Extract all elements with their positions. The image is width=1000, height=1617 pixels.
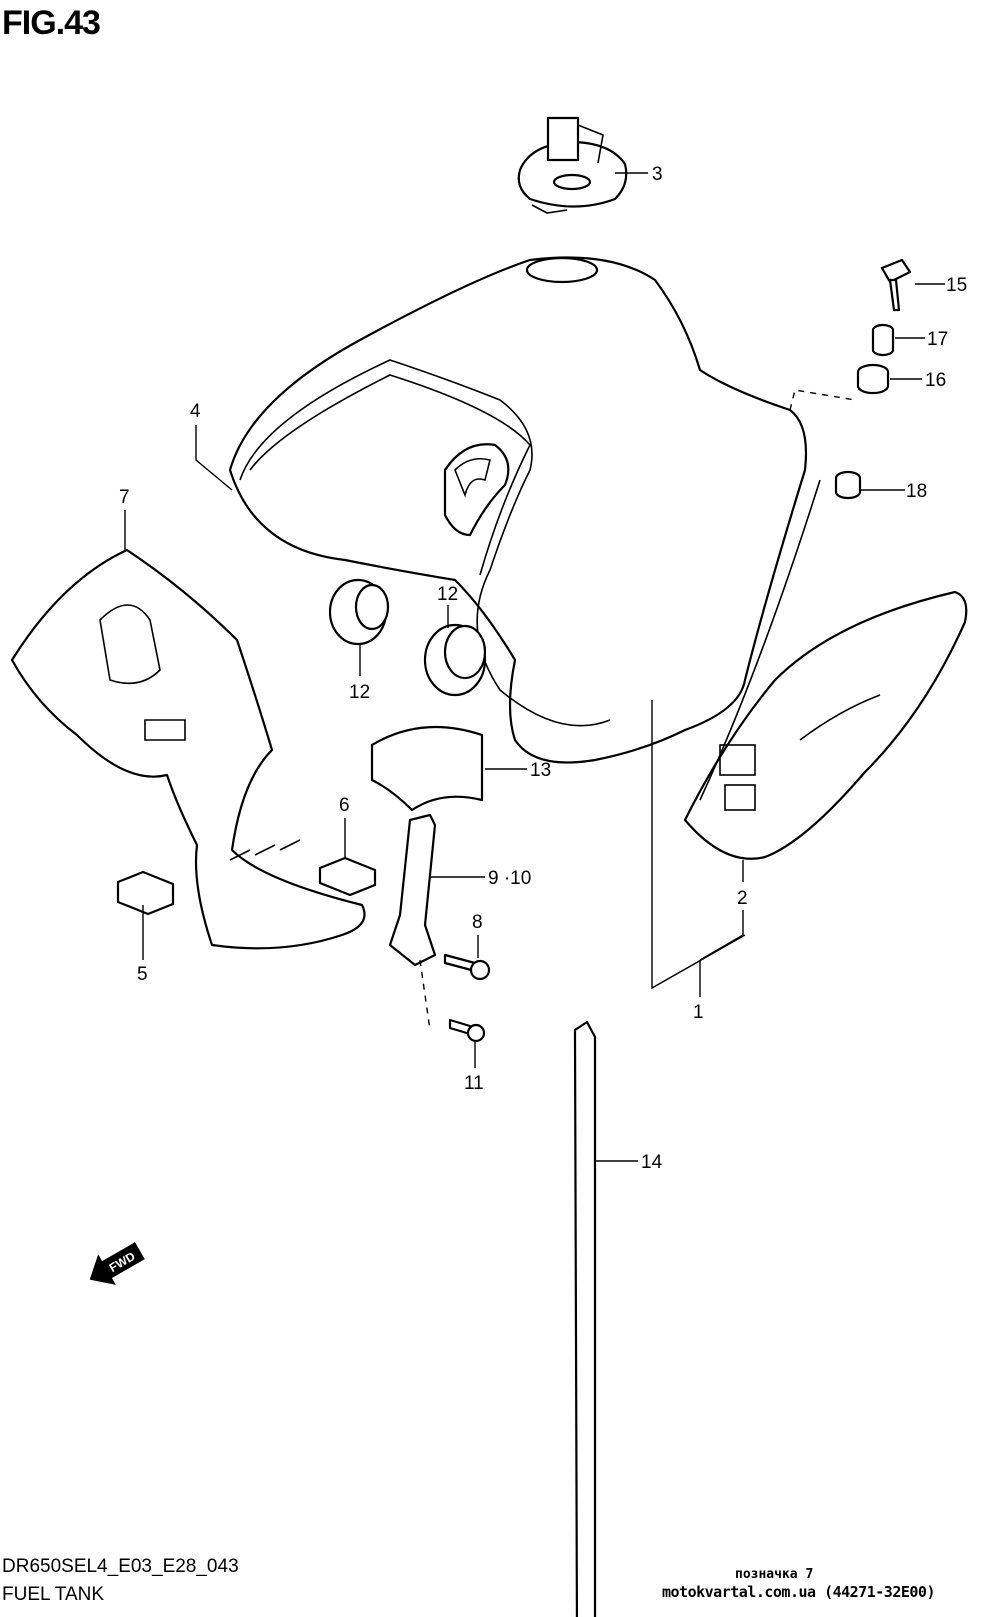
callout-6: 6	[339, 795, 350, 816]
bolt-part-15[interactable]	[880, 258, 912, 312]
callout-14: 14	[641, 1152, 663, 1173]
side-panel-part-7[interactable]	[10, 548, 366, 950]
watermark-note: позначка 7	[735, 1567, 814, 1582]
callout-11: 11	[464, 1073, 484, 1094]
grommet-part-16[interactable]	[856, 363, 890, 395]
collar-part-17[interactable]	[871, 323, 895, 357]
section-name: FUEL TANK	[2, 1584, 105, 1605]
model-code: DR650SEL4_E03_E28_043	[2, 1556, 239, 1577]
fuel-cap-part-3[interactable]	[517, 116, 628, 214]
callout-8: 8	[472, 912, 483, 933]
callout-3: 3	[652, 164, 663, 185]
callout-16: 16	[925, 370, 946, 391]
callout-1: 1	[693, 1002, 704, 1023]
pad-part-6[interactable]	[318, 856, 377, 897]
callout-5: 5	[137, 964, 148, 985]
cushion-part-13[interactable]	[370, 725, 484, 812]
cap-part-12-lower[interactable]	[328, 578, 390, 646]
figure-title: FIG.43	[2, 4, 101, 42]
cap-part-12-upper[interactable]	[423, 623, 487, 697]
pad-part-5[interactable]	[116, 870, 175, 916]
callout-18: 18	[906, 481, 927, 502]
callout-2: 2	[737, 888, 748, 909]
side-cover-part-2[interactable]	[683, 479, 968, 860]
cable-tie-part-14[interactable]	[573, 1020, 597, 1617]
bolt-part-8[interactable]	[443, 953, 491, 981]
callout-12-upper: 12	[437, 584, 458, 605]
callout-17: 17	[927, 329, 948, 350]
leader-lines	[124, 172, 945, 1162]
callout-12-lower: 12	[349, 682, 370, 703]
callout-9-10: 9 ·10	[488, 868, 531, 889]
bracket-part-9-10[interactable]	[388, 813, 437, 967]
callout-13: 13	[530, 760, 551, 781]
callout-15: 15	[946, 275, 967, 296]
callout-7: 7	[119, 487, 130, 508]
grommet-part-18[interactable]	[834, 470, 862, 500]
watermark-site: motokvartal.com.ua (44271-32E00)	[662, 1583, 935, 1601]
callout-4: 4	[190, 401, 201, 422]
bolt-part-11[interactable]	[448, 1018, 486, 1043]
forward-arrow-icon: FWD	[89, 1242, 145, 1285]
fuel-tank-part-1[interactable]	[228, 256, 808, 764]
